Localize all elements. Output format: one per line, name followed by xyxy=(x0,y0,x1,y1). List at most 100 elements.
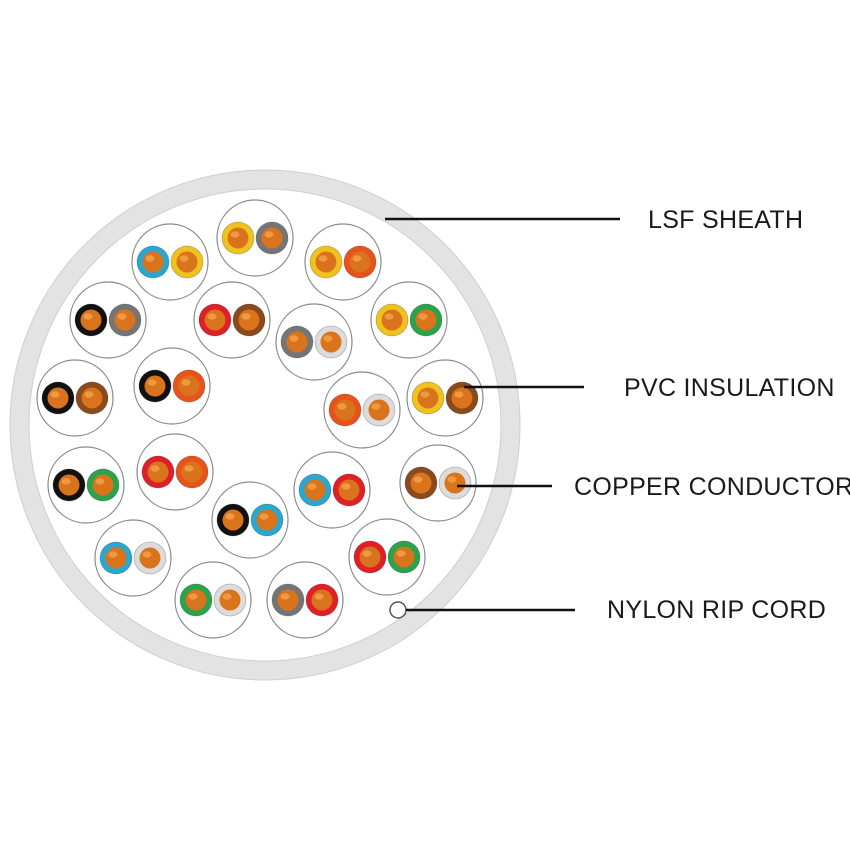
nylon-rip-cord xyxy=(389,601,407,619)
conductor-highlight xyxy=(61,478,71,485)
copper-conductor xyxy=(349,251,371,273)
conductor-highlight xyxy=(396,550,406,557)
copper-conductor xyxy=(47,387,69,409)
copper-conductor xyxy=(410,472,432,494)
insulated-wire xyxy=(133,541,167,575)
twisted-pair xyxy=(304,223,382,301)
twisted-pair xyxy=(211,481,289,559)
copper-conductor xyxy=(286,331,308,353)
insulated-wire xyxy=(332,473,366,507)
insulated-wire xyxy=(255,221,289,255)
insulated-wire xyxy=(216,503,250,537)
copper-conductor xyxy=(92,474,114,496)
copper-conductor xyxy=(415,309,437,331)
pair-boundary xyxy=(399,444,477,522)
twisted-pair xyxy=(94,519,172,597)
insulated-wire xyxy=(213,583,247,617)
conductor-highlight xyxy=(50,391,60,398)
copper-conductor xyxy=(144,375,166,397)
pair-boundary xyxy=(193,281,271,359)
twisted-pair xyxy=(133,347,211,425)
insulated-wire xyxy=(375,303,409,337)
copper-conductor xyxy=(139,547,161,569)
conductor-highlight xyxy=(259,513,269,520)
pair-boundary xyxy=(133,347,211,425)
copper-conductor xyxy=(238,309,260,331)
insulated-wire xyxy=(136,245,170,279)
label-lsf-sheath: LSF SHEATH xyxy=(648,206,803,234)
pair-boundary xyxy=(304,223,382,301)
copper-conductor xyxy=(304,479,326,501)
insulated-wire xyxy=(99,541,133,575)
insulated-wire xyxy=(170,245,204,279)
insulated-wire xyxy=(353,540,387,574)
copper-conductor xyxy=(222,509,244,531)
copper-conductor xyxy=(277,589,299,611)
insulated-wire xyxy=(175,455,209,489)
twisted-pair xyxy=(174,561,252,639)
pair-boundary xyxy=(293,451,371,529)
insulated-wire xyxy=(172,369,206,403)
conductor-highlight xyxy=(117,313,127,320)
copper-conductor xyxy=(311,589,333,611)
pair-boundary xyxy=(69,281,147,359)
conductor-highlight xyxy=(147,379,157,386)
pair-boundary xyxy=(174,561,252,639)
insulated-wire xyxy=(271,583,305,617)
insulated-wire xyxy=(41,381,75,415)
conductor-highlight xyxy=(230,231,240,238)
copper-conductor xyxy=(178,375,200,397)
conductor-highlight xyxy=(188,593,198,600)
conductor-highlight xyxy=(145,255,155,262)
insulated-wire xyxy=(305,583,339,617)
copper-conductor xyxy=(105,547,127,569)
conductor-highlight xyxy=(413,476,423,483)
insulated-wire xyxy=(438,466,472,500)
insulated-wire xyxy=(409,303,443,337)
insulated-wire xyxy=(309,245,343,279)
insulated-wire xyxy=(52,468,86,502)
insulated-wire xyxy=(328,393,362,427)
conductor-highlight xyxy=(341,483,351,490)
conductor-highlight xyxy=(418,313,428,320)
insulated-wire xyxy=(138,369,172,403)
conductor-highlight xyxy=(323,335,333,342)
insulated-wire xyxy=(280,325,314,359)
twisted-pair xyxy=(348,518,426,596)
copper-conductor xyxy=(58,474,80,496)
twisted-pair xyxy=(399,444,477,522)
conductor-highlight xyxy=(289,335,299,342)
twisted-pair xyxy=(406,359,484,437)
conductor-highlight xyxy=(95,478,105,485)
twisted-pair xyxy=(323,371,401,449)
insulated-wire xyxy=(198,303,232,337)
twisted-pair xyxy=(36,359,114,437)
conductor-highlight xyxy=(337,403,347,410)
twisted-pair xyxy=(370,281,448,359)
conductor-highlight xyxy=(264,231,274,238)
insulated-wire xyxy=(387,540,421,574)
insulated-wire xyxy=(179,583,213,617)
copper-conductor xyxy=(147,461,169,483)
conductor-highlight xyxy=(84,391,94,398)
insulated-wire xyxy=(445,381,479,415)
copper-conductor xyxy=(320,331,342,353)
twisted-pair xyxy=(131,223,209,301)
copper-conductor xyxy=(185,589,207,611)
conductor-highlight xyxy=(371,403,381,410)
twisted-pairs xyxy=(36,199,484,639)
conductor-highlight xyxy=(352,255,362,262)
twisted-pair xyxy=(293,451,371,529)
conductor-highlight xyxy=(420,391,430,398)
pair-boundary xyxy=(370,281,448,359)
insulated-wire xyxy=(86,468,120,502)
insulated-wire xyxy=(141,455,175,489)
pair-boundary xyxy=(348,518,426,596)
conductor-highlight xyxy=(454,391,464,398)
conductor-highlight xyxy=(222,593,232,600)
pair-boundary xyxy=(131,223,209,301)
copper-conductor xyxy=(444,472,466,494)
conductor-highlight xyxy=(179,255,189,262)
pair-boundary xyxy=(36,359,114,437)
